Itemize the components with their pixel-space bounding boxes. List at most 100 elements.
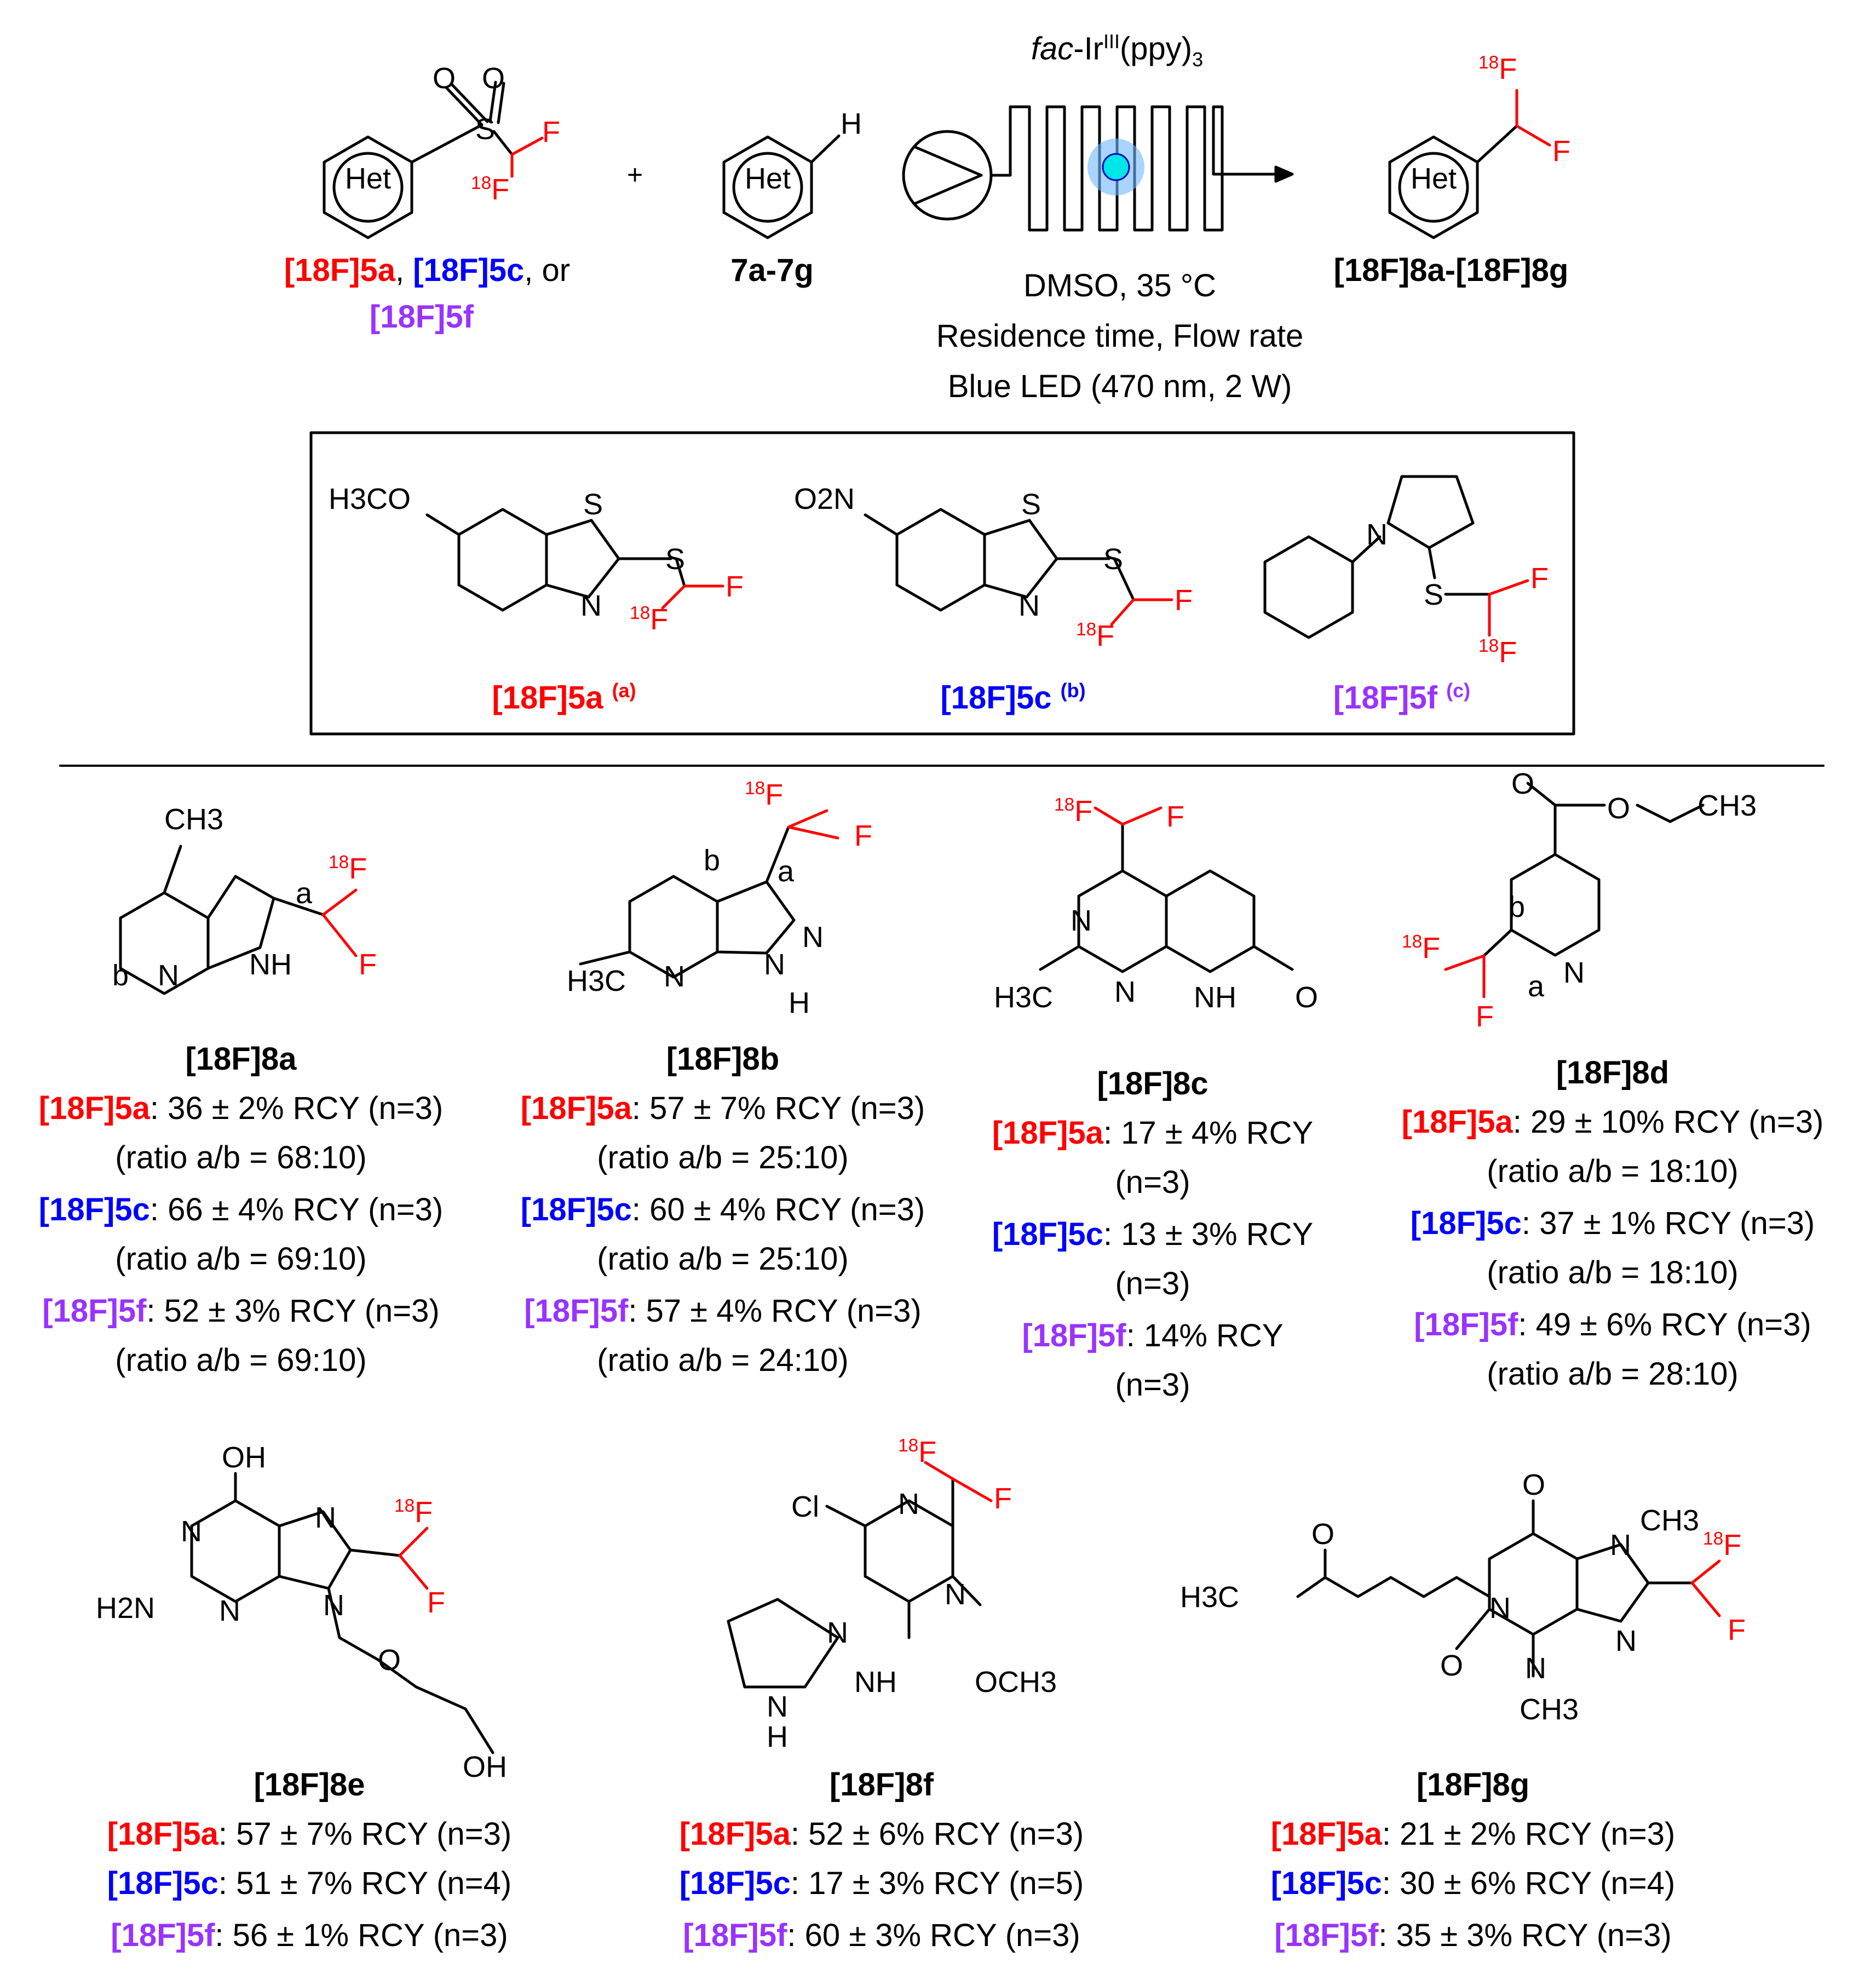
ratio-line: (ratio a/b = 25:10) (597, 1140, 849, 1175)
site-label-a: a (296, 877, 313, 910)
condition-flow: Residence time, Flow rate (936, 318, 1304, 354)
atom-ch3: CH3 (1697, 789, 1757, 822)
atom-n: N (219, 1594, 240, 1627)
atom-oh: OH (222, 1441, 266, 1474)
reagent-5f-structure (1263, 475, 1529, 639)
atom-h3c: H3C (567, 965, 626, 997)
result-line: [18F]5c: 13 ± 3% RCY (992, 1216, 1314, 1252)
atom-f: F (427, 1586, 445, 1619)
flow-reactor (902, 105, 1294, 232)
atom-nh: NH (854, 1666, 897, 1698)
result-line: [18F]5f: 35 ± 3% RCY (n=3) (1274, 1918, 1672, 1953)
atom-h3c: H3C (994, 981, 1054, 1014)
atom-h: H (767, 1720, 788, 1753)
box-label-5f: [18F]5f (c) (1333, 679, 1471, 716)
het-label-reagent: Het (345, 162, 392, 195)
site-label-a: a (778, 855, 795, 888)
ratio-line: (n=3) (1115, 1266, 1190, 1301)
atom-s: S (1424, 578, 1444, 611)
atom-o: O (378, 1644, 401, 1677)
atom-f: F (542, 116, 560, 148)
product-label-8d: [18F]8d (1556, 1055, 1670, 1091)
atom-n: N (323, 1589, 344, 1622)
atom-n: N (827, 1616, 848, 1649)
atom-n: N (1366, 518, 1388, 551)
atom-f: F (994, 1482, 1012, 1515)
ratio-line: (ratio a/b = 68:10) (115, 1140, 367, 1175)
atom-18f: 18F (1054, 795, 1093, 828)
result-line: [18F]5c: 37 ± 1% RCY (n=3) (1410, 1206, 1815, 1241)
atom-n: N (764, 948, 785, 981)
result-line: [18F]5c: 66 ± 4% RCY (n=3) (38, 1192, 444, 1227)
ratio-line: (ratio a/b = 18:10) (1487, 1255, 1739, 1290)
result-line: [18F]5a: 36 ± 2% RCY (n=3) (38, 1091, 444, 1126)
atom-s: S (475, 113, 496, 146)
ratio-line: (n=3) (1115, 1164, 1190, 1200)
product-label-8b: [18F]8b (666, 1041, 780, 1077)
box-label-5c: [18F]5c (b) (940, 679, 1086, 716)
product-label-8e: [18F]8e (254, 1767, 365, 1803)
product-label-8a: [18F]8a (185, 1041, 297, 1077)
result-line: [18F]5c: 30 ± 6% RCY (n=4) (1270, 1866, 1676, 1901)
atom-n: N (1071, 904, 1092, 937)
atom-o: O (1295, 981, 1319, 1014)
product-label-8c: [18F]8c (1097, 1066, 1209, 1101)
atom-n: N (1610, 1529, 1631, 1562)
het-label-product: Het (1411, 162, 1457, 195)
substrate-label: 7a-7g (730, 252, 814, 288)
atom-o: O (1511, 767, 1535, 800)
atom-f: F (1476, 1000, 1494, 1033)
ratio-line: (ratio a/b = 69:10) (115, 1342, 367, 1378)
atom-n: N (158, 959, 179, 992)
atom-f: F (726, 570, 744, 603)
reagent-5f-label: [18F]5f (369, 299, 474, 335)
site-label-b: b (1509, 891, 1526, 923)
product-label-8g: [18F]8g (1416, 1767, 1530, 1803)
plus-sign: + (627, 159, 643, 190)
result-line: [18F]5a: 57 ± 7% RCY (n=3) (520, 1091, 925, 1126)
atom-nh: NH (1194, 981, 1236, 1014)
atom-18f: 18F (329, 852, 367, 885)
atom-18f: 18F (1478, 636, 1517, 669)
atom-n: N (1489, 1592, 1511, 1625)
product-label-8f: [18F]8f (829, 1767, 934, 1803)
product-8a-structure (119, 845, 358, 995)
atom-18f: 18F (471, 173, 510, 206)
atom-18f: 18F (1478, 53, 1517, 85)
atom-n: N (315, 1501, 336, 1534)
atom-n: N (1563, 956, 1585, 989)
result-line: [18F]5a: 17 ± 4% RCY (992, 1115, 1314, 1151)
result-line: [18F]5c: 51 ± 7% RCY (n=4) (107, 1866, 512, 1901)
atom-f: F (1166, 800, 1184, 833)
result-line: [18F]5f: 49 ± 6% RCY (n=3) (1414, 1307, 1811, 1342)
product-8b-structure (579, 809, 839, 979)
atom-18f: 18F (898, 1436, 937, 1468)
result-line: [18F]5f: 57 ± 4% RCY (n=3) (524, 1293, 922, 1329)
condition-solvent: DMSO, 35 °C (1023, 268, 1216, 303)
atom-f: F (1530, 562, 1549, 595)
reagent-5a-structure (425, 508, 724, 612)
ratio-line: (ratio a/b = 18:10) (1487, 1153, 1739, 1189)
atom-o: O (1607, 792, 1631, 825)
atom-n: N (1018, 589, 1040, 622)
result-line: [18F]5f: 56 ± 1% RCY (n=3) (111, 1918, 508, 1953)
atom-h: H (789, 986, 810, 1019)
atom-ch3: CH3 (1520, 1693, 1579, 1726)
result-line: [18F]5c: 60 ± 4% RCY (n=3) (520, 1192, 925, 1227)
atom-n: N (898, 1488, 919, 1520)
atom-n: N (802, 921, 824, 954)
atom-18f: 18F (1076, 619, 1115, 652)
atom-n: N (580, 589, 602, 622)
atom-18f: 18F (630, 603, 669, 636)
atom-o: O (433, 62, 456, 95)
atom-o: O (482, 62, 505, 95)
result-line: [18F]5f: 52 ± 3% RCY (n=3) (42, 1293, 440, 1329)
atom-s: S (665, 543, 686, 576)
substituent-methoxy: H3CO (329, 483, 411, 515)
atom-f: F (1552, 135, 1570, 168)
atom-n: N (664, 960, 685, 993)
atom-n: N (945, 1578, 966, 1611)
ratio-line: (n=3) (1115, 1367, 1190, 1403)
atom-h: H (841, 107, 862, 140)
